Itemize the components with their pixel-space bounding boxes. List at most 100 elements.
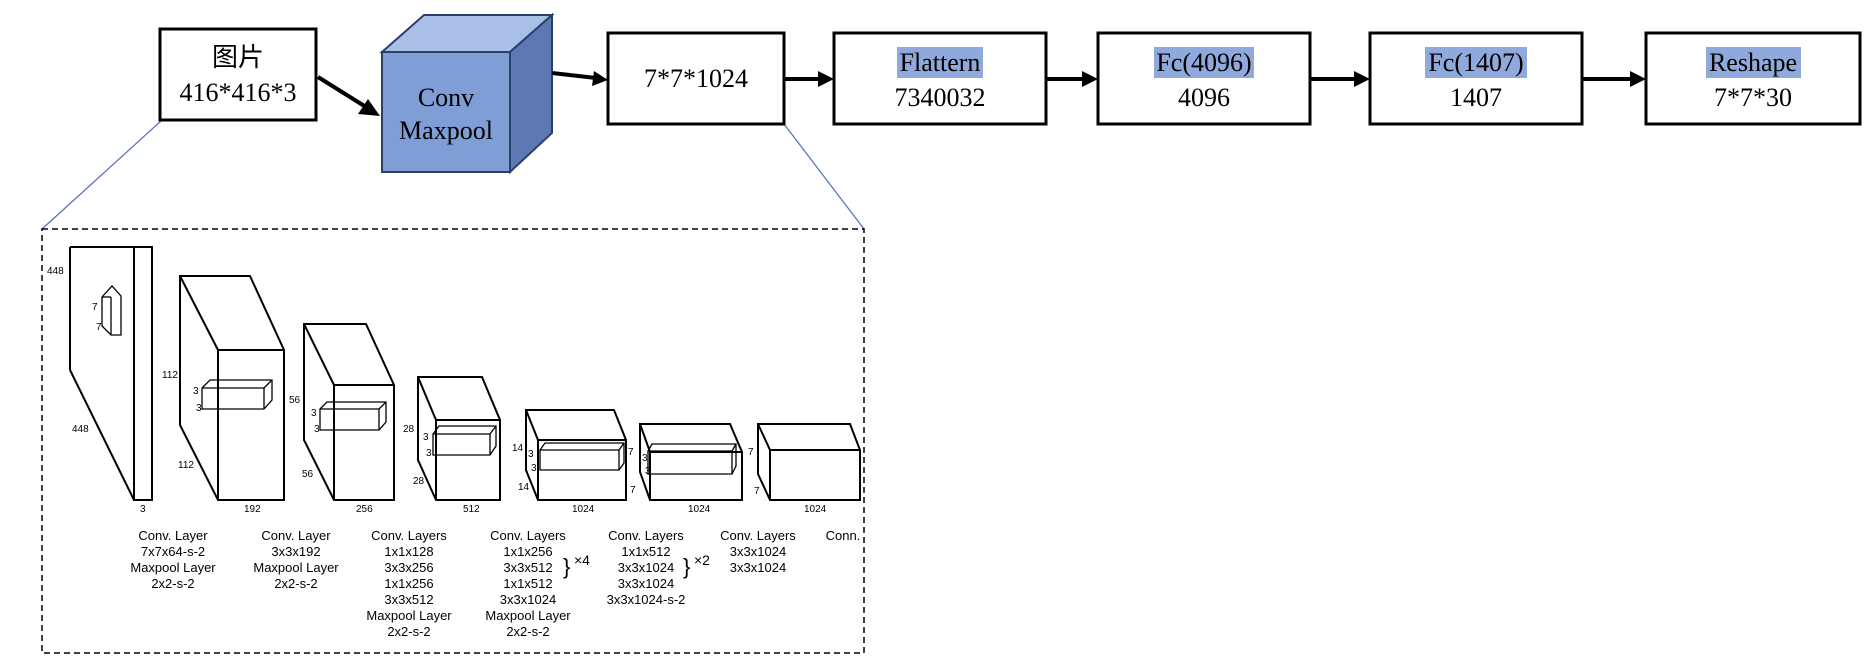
block-14: 14 14 1024 3 3 xyxy=(512,409,627,515)
conv-maxpool-cube: Conv Maxpool xyxy=(379,12,555,175)
input-shape: 416*416*3 xyxy=(180,78,297,107)
block-28: 28 28 512 3 3 xyxy=(403,376,501,515)
g5-line-3: 3x3x1024 xyxy=(618,560,674,575)
b2-kernel-b: 3 xyxy=(196,403,202,414)
layer-label-group-3: Conv. Layers 1x1x128 3x3x256 1x1x256 3x3… xyxy=(366,528,452,639)
b4-width: 28 xyxy=(413,476,425,487)
b6-height: 7 xyxy=(628,447,634,458)
b5-kernel-a: 3 xyxy=(528,449,534,460)
b4-height: 28 xyxy=(403,424,415,435)
g6-line-3: 3x3x1024 xyxy=(730,560,786,575)
b3-width: 56 xyxy=(302,469,314,480)
b5-height: 14 xyxy=(512,443,524,454)
g2-line-1: Conv. Layer xyxy=(261,528,331,543)
b2-width: 112 xyxy=(178,460,194,471)
g4-line-2: 1x1x256 xyxy=(503,544,552,559)
g1-line-2: 7x7x64-s-2 xyxy=(141,544,205,559)
feature-shape: 7*7*1024 xyxy=(644,64,748,93)
g4-line-1: Conv. Layers xyxy=(490,528,566,543)
g5-line-2: 1x1x512 xyxy=(621,544,670,559)
g6-line-2: 3x3x1024 xyxy=(730,544,786,559)
arrow-fc1-to-fc2 xyxy=(1310,71,1370,87)
layer-label-group-4: Conv. Layers 1x1x256 3x3x512 1x1x512 3x3… xyxy=(485,528,590,639)
reshape-value: 7*7*30 xyxy=(1714,83,1792,112)
g4-line-7: 2x2-s-2 xyxy=(506,624,549,639)
g5-brace: } xyxy=(683,554,690,579)
g3-line-7: 2x2-s-2 xyxy=(387,624,430,639)
b1-kernel-a: 7 xyxy=(92,302,98,313)
fc2-value: 1407 xyxy=(1450,83,1502,112)
fc1-label: Fc(4096) xyxy=(1156,48,1251,77)
g4-line-4: 1x1x512 xyxy=(503,576,552,591)
g2-line-4: 2x2-s-2 xyxy=(274,576,317,591)
g5-repeat-x2: ×2 xyxy=(694,552,710,568)
b5-depth: 1024 xyxy=(572,504,595,515)
fc2-box: Fc(1407) 1407 xyxy=(1368,31,1584,126)
g4-line-5: 3x3x1024 xyxy=(500,592,556,607)
b3-kernel-a: 3 xyxy=(311,408,317,419)
input-image-box: 图片 416*416*3 xyxy=(158,27,318,122)
b6-kernel-b: 3 xyxy=(645,466,651,477)
feature-map-box: 7*7*1024 xyxy=(606,31,786,126)
b6-width: 7 xyxy=(630,485,636,496)
layer-label-group-7: Conn. xyxy=(826,528,861,543)
b6-depth: 1024 xyxy=(688,504,711,515)
layer-label-group-2: Conv. Layer 3x3x192 Maxpool Layer 2x2-s-… xyxy=(253,528,339,591)
reshape-box: Reshape 7*7*30 xyxy=(1644,31,1862,126)
g5-line-4: 3x3x1024 xyxy=(618,576,674,591)
b3-height: 56 xyxy=(289,395,301,406)
flatten-value: 7340032 xyxy=(895,83,986,112)
g3-line-2: 1x1x128 xyxy=(384,544,433,559)
b3-kernel-b: 3 xyxy=(314,424,320,435)
g2-line-3: Maxpool Layer xyxy=(253,560,339,575)
g7-line-1: Conn. xyxy=(826,528,861,543)
flatten-box: Flattern 7340032 xyxy=(832,31,1048,126)
arrow-conv-to-feature xyxy=(551,71,608,86)
b2-kernel-a: 3 xyxy=(193,386,199,397)
fc2-label: Fc(1407) xyxy=(1428,48,1523,77)
b6-kernel-a: 3 xyxy=(642,453,648,464)
b7-depth: 1024 xyxy=(804,504,827,515)
b3-depth: 256 xyxy=(356,504,373,515)
b1-kernel-b: 7 xyxy=(96,322,102,333)
layer-label-group-1: Conv. Layer 7x7x64-s-2 Maxpool Layer 2x2… xyxy=(130,528,216,591)
zoom-line-left xyxy=(41,119,163,230)
b1-height: 448 xyxy=(47,266,64,277)
layer-label-group-6: Conv. Layers 3x3x1024 3x3x1024 xyxy=(720,528,796,575)
b4-kernel-b: 3 xyxy=(426,448,432,459)
block-7a: 7 7 1024 3 3 xyxy=(628,423,743,515)
arrow-fc2-to-reshape xyxy=(1582,71,1646,87)
b5-width: 14 xyxy=(518,482,530,493)
network-detail-panel xyxy=(41,228,865,654)
g4-line-3: 3x3x512 xyxy=(503,560,552,575)
g4-repeat-x4: ×4 xyxy=(574,552,590,568)
b2-depth: 192 xyxy=(244,504,261,515)
fc1-value: 4096 xyxy=(1178,83,1230,112)
conv-label: Conv xyxy=(418,83,474,112)
flatten-label: Flattern xyxy=(900,48,981,77)
block-input-448: 448 448 3 7 7 xyxy=(47,246,153,515)
g3-line-4: 1x1x256 xyxy=(384,576,433,591)
g3-line-3: 3x3x256 xyxy=(384,560,433,575)
g4-line-6: Maxpool Layer xyxy=(485,608,571,623)
b2-height: 112 xyxy=(162,370,178,381)
b7-width: 7 xyxy=(754,486,760,497)
block-56: 56 56 256 3 3 xyxy=(289,323,395,515)
g5-line-5: 3x3x1024-s-2 xyxy=(607,592,686,607)
g3-line-6: Maxpool Layer xyxy=(366,608,452,623)
b5-kernel-b: 3 xyxy=(531,463,537,474)
b1-depth: 3 xyxy=(140,504,146,515)
reshape-label: Reshape xyxy=(1709,48,1797,77)
arrow-flatten-to-fc1 xyxy=(1046,71,1098,87)
zoom-line-right xyxy=(783,123,865,230)
fc1-box: Fc(4096) 4096 xyxy=(1096,31,1312,126)
g4-brace: } xyxy=(563,554,570,579)
g1-line-3: Maxpool Layer xyxy=(130,560,216,575)
layer-label-group-5: Conv. Layers 1x1x512 3x3x1024 3x3x1024 3… xyxy=(607,528,711,607)
g1-line-1: Conv. Layer xyxy=(138,528,208,543)
block-7b: 7 7 1024 xyxy=(748,423,861,515)
arrow-input-to-conv xyxy=(316,75,380,116)
b7-height: 7 xyxy=(748,447,754,458)
block-112: 112 112 192 3 3 xyxy=(162,275,285,515)
